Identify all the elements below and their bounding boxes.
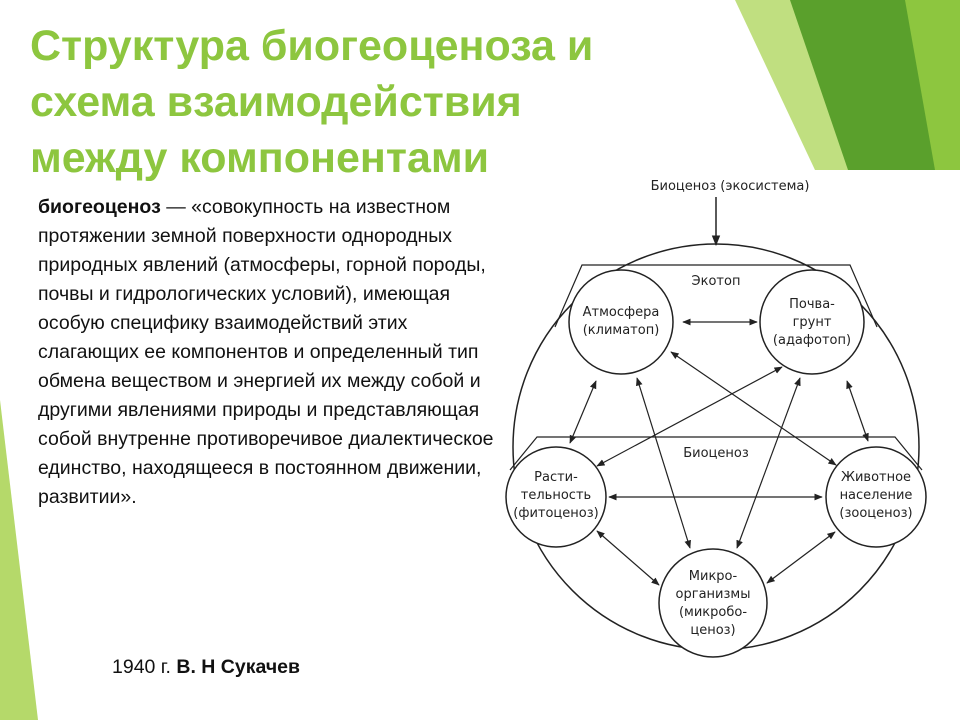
node-plants-circle (505, 446, 607, 548)
biogeocenosis-diagram: Биоценоз (экосистема) Экотоп Биоценоз Ат… (500, 170, 960, 720)
node-microbes-line-4: ценоз) (690, 623, 735, 638)
slide-title: Структура биогеоценоза и схема взаимодей… (30, 18, 730, 186)
node-microbes-circle (658, 548, 768, 658)
node-microbes-line-1: Микро- (689, 569, 738, 584)
author-citation: 1940 г. В. Н Сукачев (112, 656, 300, 679)
node-plants-line-3: (фитоценоз) (513, 506, 598, 521)
title-line-2: схема взаимодействия (30, 78, 522, 126)
definition-text: — «совокупность на известном протяжении … (38, 196, 494, 508)
citation-year: 1940 г. (112, 656, 171, 678)
node-animals-line-2: население (840, 488, 913, 503)
ecotope-label: Экотоп (692, 274, 741, 289)
arrow-plants-microbes (596, 530, 660, 586)
node-atmosphere-line-2: (климатоп) (583, 323, 660, 338)
node-soil-line-3: (адафотоп) (773, 333, 851, 348)
node-plants-line-1: Расти- (534, 470, 578, 485)
node-animals-line-1: Животное (841, 470, 911, 485)
ecotope-band (554, 264, 878, 328)
biogeocenosis-definition: биогеоценоз — «совокупность на известном… (38, 193, 498, 512)
node-animals-line-3: (зооценоз) (839, 506, 912, 521)
arrow-soil-plants (596, 366, 783, 467)
author-name: В. Н Сукачев (176, 656, 300, 678)
node-atmosphere-line-1: Атмосфера (583, 305, 660, 320)
diagram-top-label: Биоценоз (экосистема) (651, 179, 810, 194)
biocenosis-label: Биоценоз (683, 446, 749, 461)
title-line-1: Структура биогеоценоза и (30, 22, 594, 70)
arrow-soil-animals (846, 380, 869, 442)
deco-left-triangle (0, 400, 38, 720)
arrow-atmosphere-plants (569, 380, 597, 444)
node-soil-line-1: Почва- (789, 297, 835, 312)
node-atmosphere-circle (568, 269, 674, 375)
arrow-animals-microbes (766, 531, 836, 584)
interaction-arrows (569, 318, 869, 586)
node-microbes-line-2: организмы (676, 587, 751, 602)
definition-term: биогеоценоз (38, 196, 161, 218)
node-soil-line-2: грунт (793, 315, 832, 330)
node-plants-line-2: тельность (521, 488, 591, 503)
deco-right-stripe-mid (905, 0, 960, 170)
node-microbes-line-3: (микробо- (679, 605, 747, 620)
node-animals-circle (825, 446, 927, 548)
title-line-3: между компонентами (30, 134, 490, 182)
